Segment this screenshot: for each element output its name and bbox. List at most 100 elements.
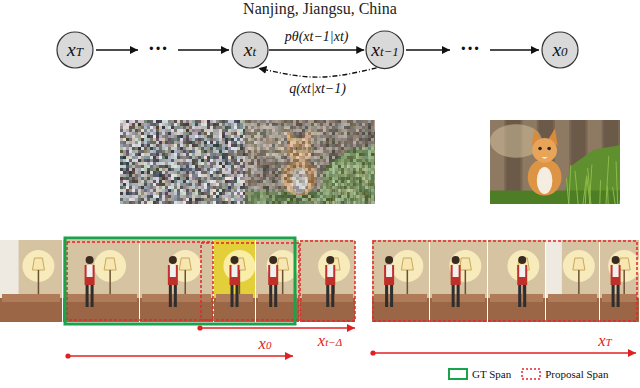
proposal-span xyxy=(67,242,213,320)
lamp-shade xyxy=(104,258,116,270)
lamp-pole xyxy=(465,270,467,298)
wall xyxy=(372,240,429,322)
span-arrow xyxy=(68,355,293,357)
person-shirt xyxy=(232,265,238,277)
cat-eye xyxy=(547,147,551,151)
edge-label: q(xt|xt−1) xyxy=(287,82,348,96)
cat-body xyxy=(283,159,317,196)
photo xyxy=(120,120,252,204)
grass-blade xyxy=(620,175,623,204)
grass-blade xyxy=(363,161,366,204)
lamp-shade xyxy=(32,258,44,270)
person-leg xyxy=(452,285,455,307)
grass-blade xyxy=(587,176,590,204)
grass-blade xyxy=(575,171,578,204)
lamp-pole xyxy=(282,270,284,298)
state-node: xT xyxy=(56,31,94,69)
sofa-cushion xyxy=(216,294,253,302)
legend-sample xyxy=(448,368,468,380)
person-leg xyxy=(231,285,234,307)
video-frame xyxy=(63,240,139,322)
video-frame xyxy=(140,240,213,322)
person-leg xyxy=(274,285,277,307)
transition-arrow xyxy=(269,49,364,50)
person-body xyxy=(325,265,335,285)
cat-muzzle xyxy=(297,157,303,159)
wall xyxy=(140,240,213,322)
video-frame xyxy=(300,240,355,322)
wall xyxy=(488,240,545,322)
video-frame xyxy=(0,240,62,322)
wall xyxy=(300,240,355,322)
lamp-shade xyxy=(401,258,413,270)
video-frame xyxy=(256,240,299,322)
proposal-span xyxy=(201,243,299,320)
node-outline xyxy=(542,32,578,68)
span-label: xT xyxy=(598,333,611,350)
person-head xyxy=(518,256,526,264)
wall xyxy=(214,240,255,322)
grass-blade xyxy=(347,165,349,204)
transition-arrow xyxy=(258,68,376,77)
wall xyxy=(0,240,62,322)
person-leg xyxy=(612,285,615,307)
chain-arrow xyxy=(490,49,539,51)
video-frame xyxy=(430,240,487,322)
lamp-pole xyxy=(185,270,187,298)
person-shirt xyxy=(453,265,459,277)
fence xyxy=(245,120,375,204)
node-outline xyxy=(232,32,268,68)
person-body xyxy=(517,265,527,285)
wall xyxy=(256,240,299,322)
person-body xyxy=(85,265,95,285)
person-leg xyxy=(236,285,239,307)
legend-sample xyxy=(521,368,541,380)
person-head xyxy=(269,256,277,264)
legend: GT SpanProposal Span xyxy=(448,368,618,380)
person-leg xyxy=(269,285,272,307)
person-shirt xyxy=(270,265,276,277)
fence xyxy=(490,120,620,204)
lamp-shade xyxy=(277,258,289,270)
node-label: xT xyxy=(67,40,83,60)
cat-eye xyxy=(538,147,542,151)
sofa-cushion xyxy=(490,294,543,302)
person-leg xyxy=(523,285,526,307)
person-leg xyxy=(174,285,177,307)
chain-arrow xyxy=(178,49,229,51)
person-leg xyxy=(518,285,521,307)
ellipsis: ··· xyxy=(460,38,480,58)
node-label: x0 xyxy=(552,40,567,60)
legend-text: GT Span xyxy=(472,369,511,380)
grass-blade xyxy=(613,187,616,204)
video-frame xyxy=(214,240,255,322)
person-head xyxy=(452,256,460,264)
grass-blade xyxy=(339,168,340,204)
ellipsis: ··· xyxy=(148,38,168,58)
node-label: xt xyxy=(244,40,256,60)
grass-blade xyxy=(354,183,355,204)
wall xyxy=(546,240,599,322)
video-frame xyxy=(546,240,599,322)
person-leg xyxy=(91,285,94,307)
edge-label: pθ(xt−1|xt) xyxy=(283,30,351,44)
span-label: xt−Δ xyxy=(318,333,342,350)
photo xyxy=(490,120,623,204)
fence-plank xyxy=(359,120,373,204)
video-frame xyxy=(372,240,429,322)
person-shirt xyxy=(170,265,176,277)
sofa-cushion xyxy=(65,294,137,302)
legend-swatch xyxy=(449,369,467,379)
person-body xyxy=(230,265,240,285)
node-label: xt−1 xyxy=(371,40,399,60)
state-node: x0 xyxy=(541,31,579,69)
wall xyxy=(63,240,139,322)
node-outline xyxy=(366,31,404,69)
person-head xyxy=(326,256,334,264)
person-leg xyxy=(385,285,388,307)
video-frame xyxy=(600,240,640,322)
noise xyxy=(120,120,252,204)
grass-blade xyxy=(585,176,586,204)
state-node: xt xyxy=(231,31,269,69)
grass-blade xyxy=(369,156,371,204)
